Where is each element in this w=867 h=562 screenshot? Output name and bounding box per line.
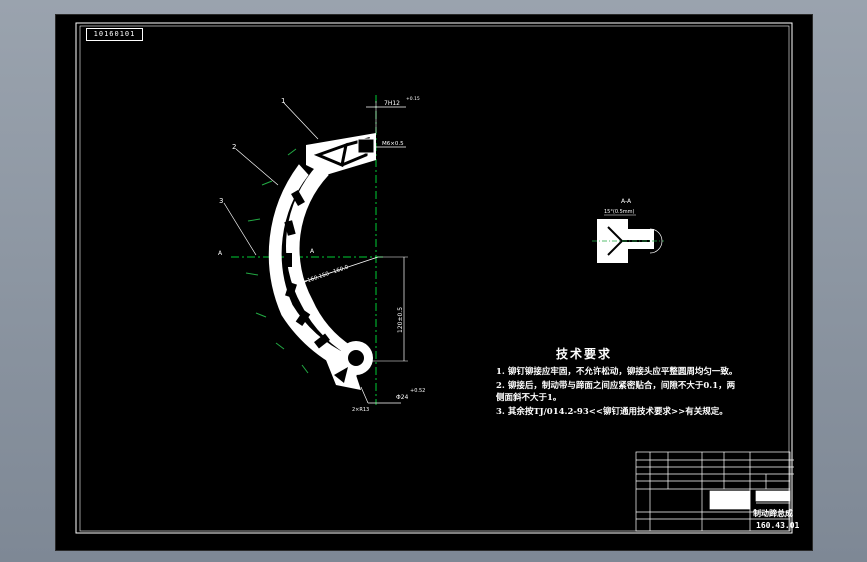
rivet-tag-text: M6×0.5 [382, 141, 404, 147]
label-section-a-mid: A [310, 248, 315, 255]
inner-frame [79, 25, 790, 532]
leader-2 [235, 148, 279, 186]
section-title: A-A [621, 198, 632, 205]
tech-item-2: 2. 铆接后，制动带与蹄面之间应紧密贴合，间隙不大于0.1，两 [496, 381, 736, 391]
dim-vertical-text: 120±0.5 [397, 307, 404, 333]
tech-item-2-cont: 侧面斜不大于1。 [496, 393, 562, 403]
green-hatch-marks [245, 148, 309, 374]
lining-slots [284, 189, 330, 349]
label-part-2: 2 [232, 143, 236, 151]
top-pin-box [357, 138, 375, 154]
dim-bottom-left-text: 2×R13 [352, 407, 369, 413]
leader-bottom [360, 386, 369, 404]
label-section-a-left: A [218, 250, 223, 257]
label-part-1: 1 [281, 97, 285, 105]
dim-bottom-tol-text: +0.52 [410, 388, 425, 394]
outer-frame [75, 22, 793, 534]
tech-item-3: 3. 其余按TJ/014.2-93<<铆钉通用技术要求>>有关规定。 [496, 407, 728, 417]
tech-requirements-title: 技术要求 [556, 347, 613, 361]
dim-bottom-text: Φ24 [396, 394, 409, 401]
leader-1 [283, 102, 319, 140]
title-block [635, 451, 794, 532]
titleblock-code: 160.43.01 [756, 521, 800, 530]
radius-line [293, 256, 379, 286]
section-arc [649, 228, 663, 254]
cad-viewport[interactable]: 1 2 3 A A 7H12 +0.15 M6×0.5 R=160.150~16… [55, 14, 813, 551]
pivot-eye-inner [348, 350, 364, 366]
label-part-3: 3 [219, 197, 223, 205]
dim-top-text: 7H12 [384, 100, 400, 107]
bottom-truss [334, 367, 348, 383]
brake-shoe-drawing: 1 2 3 A A 7H12 +0.15 M6×0.5 R=160.150~16… [75, 22, 794, 534]
dim-radius-text: R=160.150~160.0 [299, 264, 350, 287]
dim-top-sup-text: +0.15 [406, 96, 420, 102]
tech-item-1: 1. 铆钉铆接应牢固，不允许松动，铆接头应平整圆周均匀一致。 [496, 367, 738, 377]
titleblock-name: 制动蹄总成 [753, 508, 793, 518]
drawing-code-stamp: 10160101 [86, 28, 143, 41]
section-angle-text: 15°(0.5mm) [604, 209, 635, 215]
leader-3 [223, 202, 257, 256]
